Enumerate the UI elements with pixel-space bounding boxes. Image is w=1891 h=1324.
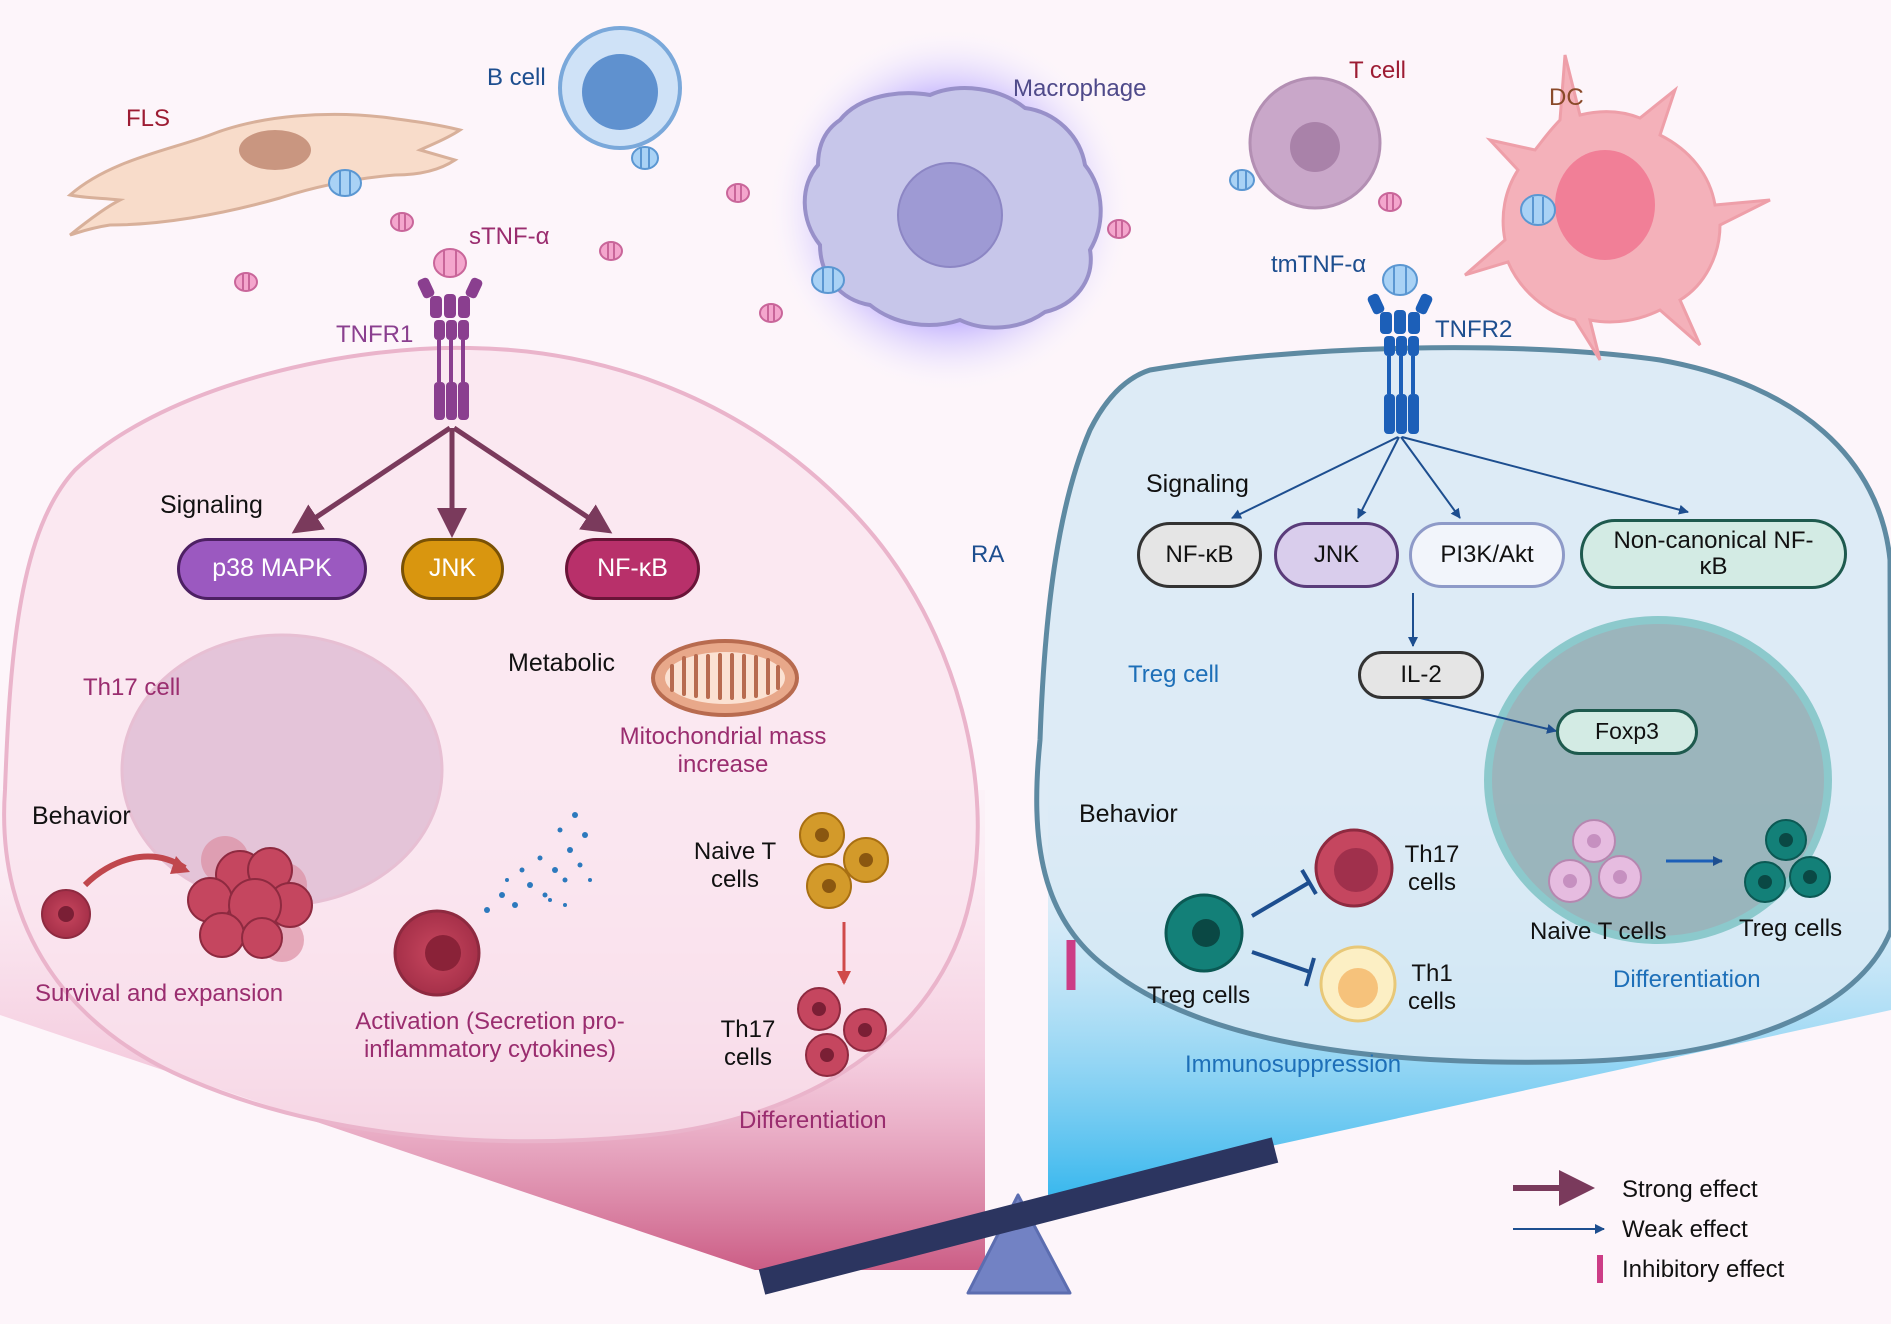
tnfr1-label: TNFR1 [336, 321, 414, 348]
naive-right-label: Naive T cells [1530, 918, 1667, 945]
tmtnf-trimer [328, 169, 362, 197]
ra-label: RA [971, 541, 1005, 568]
pill-il2: IL-2 [1358, 651, 1484, 699]
inhibit-th1 [1251, 950, 1316, 987]
activation-label: Activation (Secretion pro-inflammatory c… [355, 1008, 625, 1063]
immunosuppression-label: Immunosuppression [1185, 1051, 1402, 1078]
naive-t-cells-right [1548, 819, 1642, 903]
th17-cells-left [797, 987, 887, 1077]
stnf-trimer [390, 212, 414, 232]
stnf-trimer [726, 183, 750, 203]
arrow-to-p38 [291, 425, 452, 534]
th1-right-label: Th1 cells [1407, 960, 1456, 1015]
macrophage-nucleus [897, 162, 1003, 268]
seesaw-fulcrum [966, 1193, 1072, 1295]
tnfr1-strong-arrows [291, 425, 613, 538]
tmtnf-trimer [811, 266, 845, 294]
arrow-il2-to-foxp3 [1419, 697, 1557, 734]
right-behavior-heading: Behavior [1079, 800, 1178, 828]
stnf-trimer [234, 272, 258, 292]
activated-cell [393, 909, 481, 997]
pill-nfkb-left: NF-κB [565, 538, 700, 600]
tmtnf-trimer [631, 146, 659, 170]
tnfr2-weak-arrows [1231, 436, 1689, 734]
legend-strong-label: Strong effect [1622, 1176, 1758, 1203]
pill-foxp3: Foxp3 [1556, 709, 1698, 755]
th17-right-label: Th17 cells [1404, 841, 1460, 896]
pill-jnk-left: JNK [401, 538, 504, 600]
pill-noncanonical-nfkb: Non-canonical NF-κB [1580, 519, 1847, 589]
fls-nucleus [239, 130, 311, 170]
macrophage-label: Macrophage [1013, 75, 1147, 102]
cytokine-dots [484, 812, 592, 913]
arrow-to-noncanonical [1401, 436, 1689, 515]
stnf-trimer [599, 241, 623, 261]
inhibit-th17 [1250, 868, 1318, 918]
arrow-to-jnk-right [1357, 436, 1400, 519]
pill-pi3k-akt: PI3K/Akt [1409, 522, 1565, 588]
arrow-to-nfkb-left [452, 425, 613, 534]
single-survival-cell [41, 889, 91, 939]
arrow-to-pi3k [1400, 436, 1461, 519]
th17-cell-right [1314, 828, 1394, 908]
dc-label: DC [1549, 84, 1584, 111]
th1-cell-right [1319, 945, 1397, 1023]
tnfr1-receptor [417, 248, 483, 420]
stnf-trimer [1378, 192, 1402, 212]
survival-label: Survival and expansion [35, 980, 284, 1007]
dc-nucleus [1555, 150, 1655, 260]
right-cell-type: Treg cell [1128, 661, 1220, 688]
left-signaling-heading: Signaling [160, 491, 263, 519]
tmtnf-trimers [328, 146, 1556, 294]
stnf-label: sTNF-α [469, 223, 550, 250]
tnfr2-label: TNFR2 [1435, 316, 1513, 343]
stnf-trimer [759, 303, 783, 323]
th17-left-label: Th17 cells [720, 1016, 776, 1071]
tmtnf-trimer [1520, 194, 1556, 226]
right-signaling-heading: Signaling [1146, 470, 1249, 498]
arrow-to-nfkb-right [1231, 436, 1399, 519]
legend-icons [1513, 1170, 1605, 1283]
tnfr2-receptor [1367, 264, 1433, 434]
pill-p38-mapk: p38 MAPK [177, 538, 367, 600]
seesaw-beam [758, 1137, 1279, 1295]
t-cell-nucleus [1290, 122, 1340, 172]
fls-cell-body [66, 112, 464, 237]
treg-output-label: Treg cells [1739, 915, 1843, 942]
tmtnf-label: tmTNF-α [1271, 251, 1367, 278]
pill-jnk-right: JNK [1274, 522, 1399, 588]
t-cell-label: T cell [1349, 57, 1406, 84]
metabolic-heading: Metabolic [508, 649, 615, 677]
mitochondrion [651, 639, 799, 717]
mitochondrial-effect: Mitochondrial mass increase [619, 723, 827, 778]
naive-left-label: Naive T cells [693, 838, 777, 893]
left-cell-type: Th17 cell [83, 674, 181, 701]
tmtnf-trimer [1229, 169, 1255, 191]
pill-nfkb-right: NF-κB [1137, 522, 1262, 588]
differentiation-left-label: Differentiation [739, 1107, 887, 1134]
expansion-arrow [82, 853, 187, 888]
legend-inhibitory-label: Inhibitory effect [1622, 1256, 1785, 1283]
b-cell-label: B cell [487, 64, 546, 91]
treg-right-label: Treg cells [1147, 982, 1251, 1009]
treg-cell-right [1164, 893, 1244, 973]
expanded-cell-cluster [187, 836, 313, 962]
naive-t-cells-left [799, 812, 889, 909]
treg-cells-output [1744, 819, 1831, 903]
stnf-trimer [1107, 219, 1131, 239]
left-behavior-heading: Behavior [32, 802, 131, 830]
b-cell-nucleus [582, 54, 658, 130]
differentiation-right-label: Differentiation [1613, 966, 1761, 993]
stnf-trimers [234, 183, 1402, 323]
legend-weak-label: Weak effect [1622, 1216, 1748, 1243]
fls-label: FLS [126, 105, 171, 132]
